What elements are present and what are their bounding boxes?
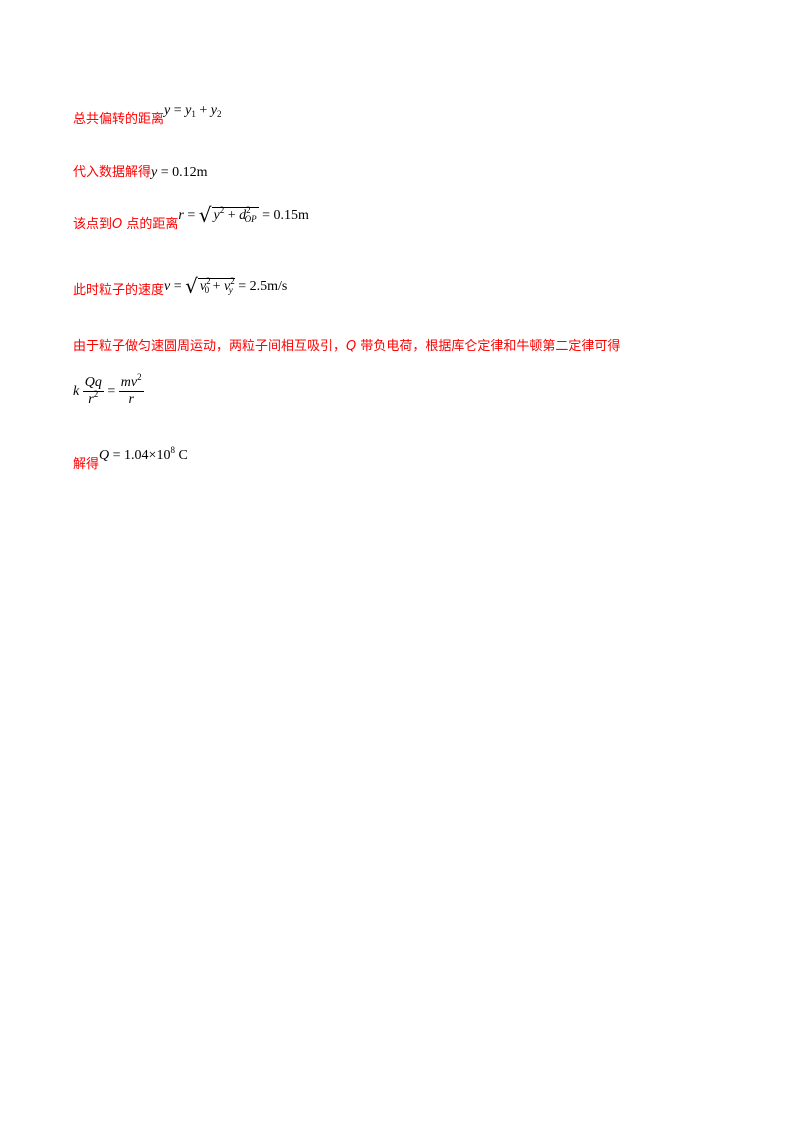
line-substitute-result: 代入数据解得y = 0.12m	[73, 161, 208, 181]
particle-speed-label: 此时粒子的速度	[73, 283, 165, 298]
distance-to-o-label: 该点到O 点的距离	[73, 217, 179, 232]
formula-q-value: Q = 1.04×108 C	[99, 445, 188, 464]
formula-y-value: y = 0.12m	[151, 165, 208, 180]
total-deflection-label: 总共偏转的距离	[73, 112, 165, 127]
solve-label: 解得	[73, 457, 100, 472]
circular-motion-text: 由于粒子做匀速圆周运动，两粒子间相互吸引，Q 带负电荷，根据库仑定律和牛顿第二定…	[73, 339, 621, 354]
formula-v: v = √v20 + v2y = 2.5m/s	[164, 274, 288, 298]
formula-r: r = √y2 + d2OP = 0.15m	[178, 203, 309, 227]
line-distance-to-o: 该点到O 点的距离r = √y2 + d2OP = 0.15m	[73, 203, 309, 236]
line-total-deflection: 总共偏转的距离y = y1 + y2	[73, 103, 221, 128]
line-solve-q: 解得Q = 1.04×108 C	[73, 446, 188, 473]
line-particle-speed: 此时粒子的速度v = √v20 + v2y = 2.5m/s	[73, 274, 288, 302]
line-circular-motion-text: 由于粒子做匀速圆周运动，两粒子间相互吸引，Q 带负电荷，根据库仑定律和牛顿第二定…	[73, 335, 620, 354]
substitute-label: 代入数据解得	[73, 165, 152, 180]
formula-y-sum: y = y1 + y2	[164, 103, 222, 119]
